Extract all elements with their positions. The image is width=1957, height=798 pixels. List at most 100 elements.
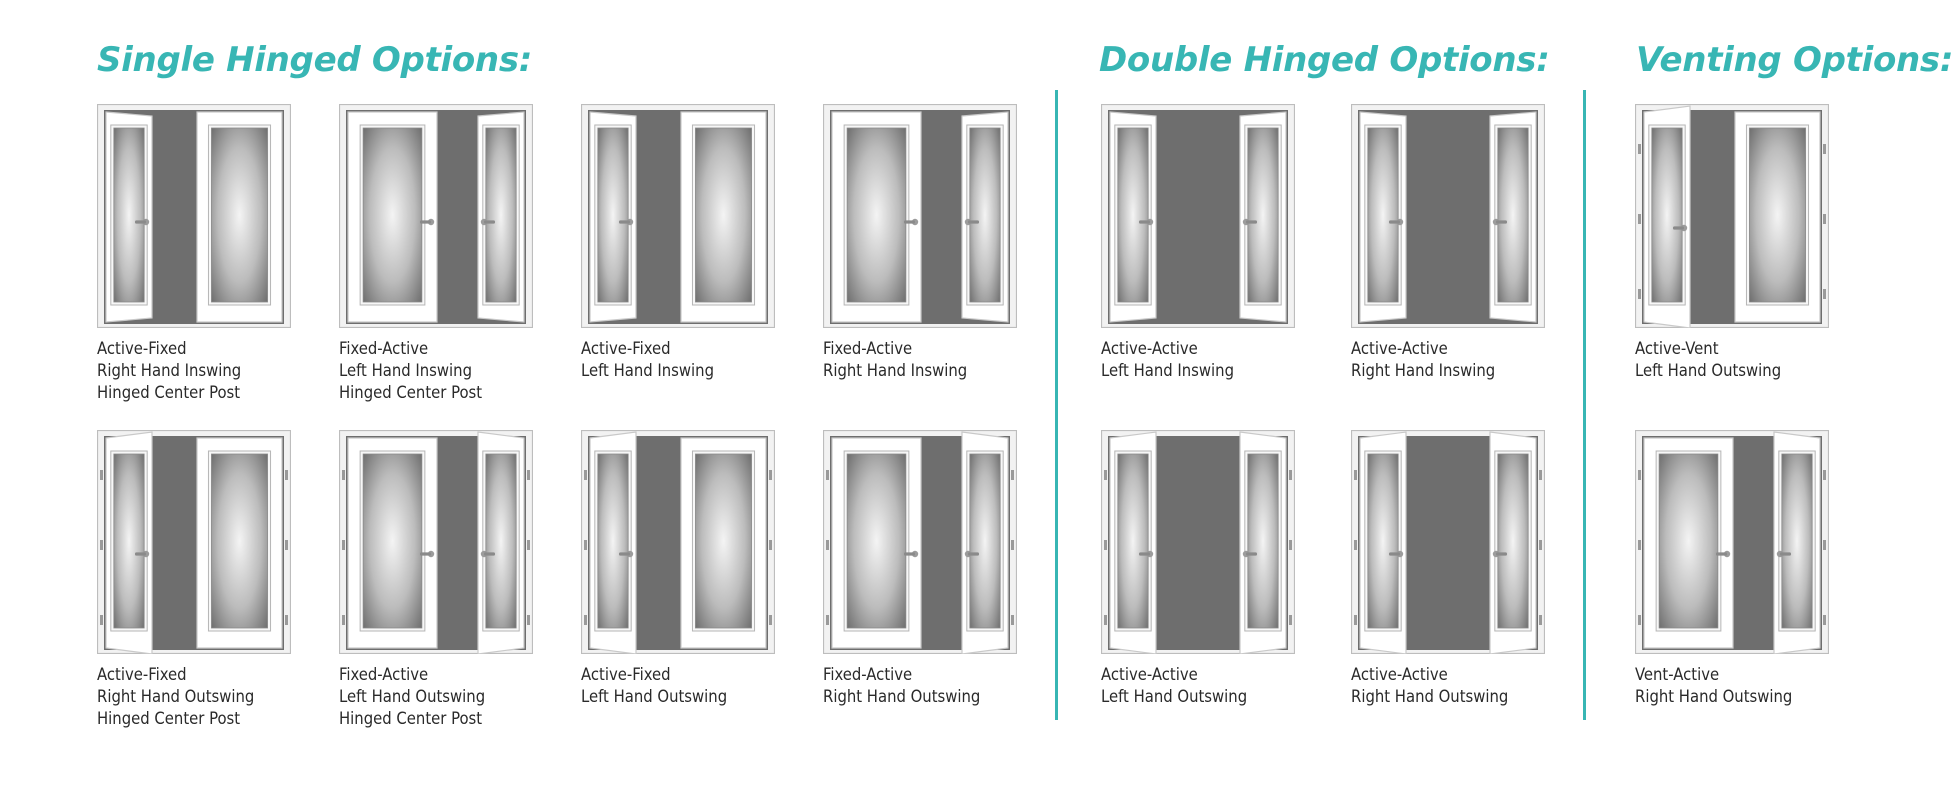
venting-title: Venting Options: — [1636, 40, 1954, 80]
door-illustration — [823, 430, 1017, 654]
glass-panel — [113, 127, 145, 303]
caption-line: Active-Fixed — [581, 665, 671, 684]
double-hinged-title: Double Hinged Options: — [1099, 40, 1550, 80]
hinge-icon — [1539, 540, 1542, 550]
hinge-icon — [1289, 540, 1292, 550]
caption-line: Left Hand Inswing — [1101, 361, 1235, 380]
hinge-icon — [1823, 289, 1826, 299]
door-illustration — [1635, 430, 1829, 654]
caption-line: Active-Active — [1101, 665, 1198, 684]
hinge-icon — [100, 470, 103, 480]
hinge-icon — [584, 540, 587, 550]
glass-panel — [969, 453, 1001, 629]
caption-line: Active-Fixed — [97, 665, 187, 684]
hinge-icon — [342, 470, 345, 480]
hinge-icon — [342, 615, 345, 625]
left-door-leaf — [1109, 431, 1157, 654]
caption-line: Fixed-Active — [823, 665, 913, 684]
door-illustration — [581, 430, 775, 654]
caption-line: Hinged Center Post — [97, 383, 241, 402]
door-illustration — [1351, 430, 1545, 654]
left-door-leaf — [831, 437, 922, 649]
door-handle-icon — [1242, 550, 1257, 558]
caption-line: Left Hand Outswing — [1635, 361, 1782, 380]
glass-panel — [362, 453, 423, 629]
left-door-leaf — [589, 431, 637, 654]
hinge-icon — [100, 615, 103, 625]
door-handle-icon — [1673, 224, 1688, 232]
caption-line: Fixed-Active — [339, 339, 429, 358]
caption-line: Hinged Center Post — [97, 709, 241, 728]
glass-panel — [1367, 127, 1399, 303]
left-door-leaf — [1359, 431, 1407, 654]
door-handle-icon — [420, 218, 435, 226]
caption-line: Right Hand Outswing — [97, 687, 255, 706]
caption-line: Left Hand Inswing — [339, 361, 473, 380]
hinge-icon — [1289, 470, 1292, 480]
hinge-icon — [285, 540, 288, 550]
glass-panel — [485, 453, 517, 629]
glass-panel — [362, 127, 423, 303]
glass-panel — [1749, 127, 1806, 303]
door-illustration — [581, 104, 775, 328]
caption-line: Right Hand Outswing — [1635, 687, 1793, 706]
right-door-leaf — [680, 111, 767, 323]
door-handle-icon — [135, 550, 150, 558]
door-illustration — [1351, 104, 1545, 328]
hinge-icon — [285, 470, 288, 480]
hinge-icon — [584, 615, 587, 625]
left-door-leaf — [1643, 437, 1734, 649]
caption-line: Right Hand Inswing — [1351, 361, 1496, 380]
hinge-icon — [1289, 615, 1292, 625]
door-handle-icon — [964, 218, 979, 226]
hinge-icon — [769, 540, 772, 550]
right-door-leaf — [477, 111, 525, 323]
section-divider — [1583, 90, 1586, 720]
caption-line: Right Hand Outswing — [1351, 687, 1509, 706]
glass-panel — [846, 127, 907, 303]
door-handle-icon — [1389, 218, 1404, 226]
left-door-leaf — [1359, 111, 1407, 323]
door-handle-icon — [480, 550, 495, 558]
door-illustration — [1101, 430, 1295, 654]
hinge-icon — [1638, 615, 1641, 625]
door-handle-icon — [1139, 218, 1154, 226]
caption-line: Left Hand Outswing — [339, 687, 486, 706]
hinge-icon — [826, 470, 829, 480]
hinge-icon — [1823, 214, 1826, 224]
door-illustration — [339, 104, 533, 328]
hinge-icon — [342, 540, 345, 550]
hinge-icon — [1104, 615, 1107, 625]
caption-line: Fixed-Active — [339, 665, 429, 684]
hinge-icon — [769, 470, 772, 480]
glass-panel — [1117, 127, 1149, 303]
glass-panel — [695, 453, 752, 629]
door-handle-icon — [1776, 550, 1791, 558]
door-handle-icon — [964, 550, 979, 558]
caption-line: Left Hand Outswing — [1101, 687, 1248, 706]
door-handle-icon — [904, 550, 919, 558]
right-door-leaf — [196, 437, 283, 649]
door-handle-icon — [619, 218, 634, 226]
caption-line: Active-Active — [1351, 665, 1448, 684]
glass-panel — [1658, 453, 1719, 629]
door-handle-icon — [1242, 218, 1257, 226]
glass-panel — [846, 453, 907, 629]
door-handle-icon — [420, 550, 435, 558]
hinge-icon — [1638, 144, 1641, 154]
glass-panel — [1367, 453, 1399, 629]
